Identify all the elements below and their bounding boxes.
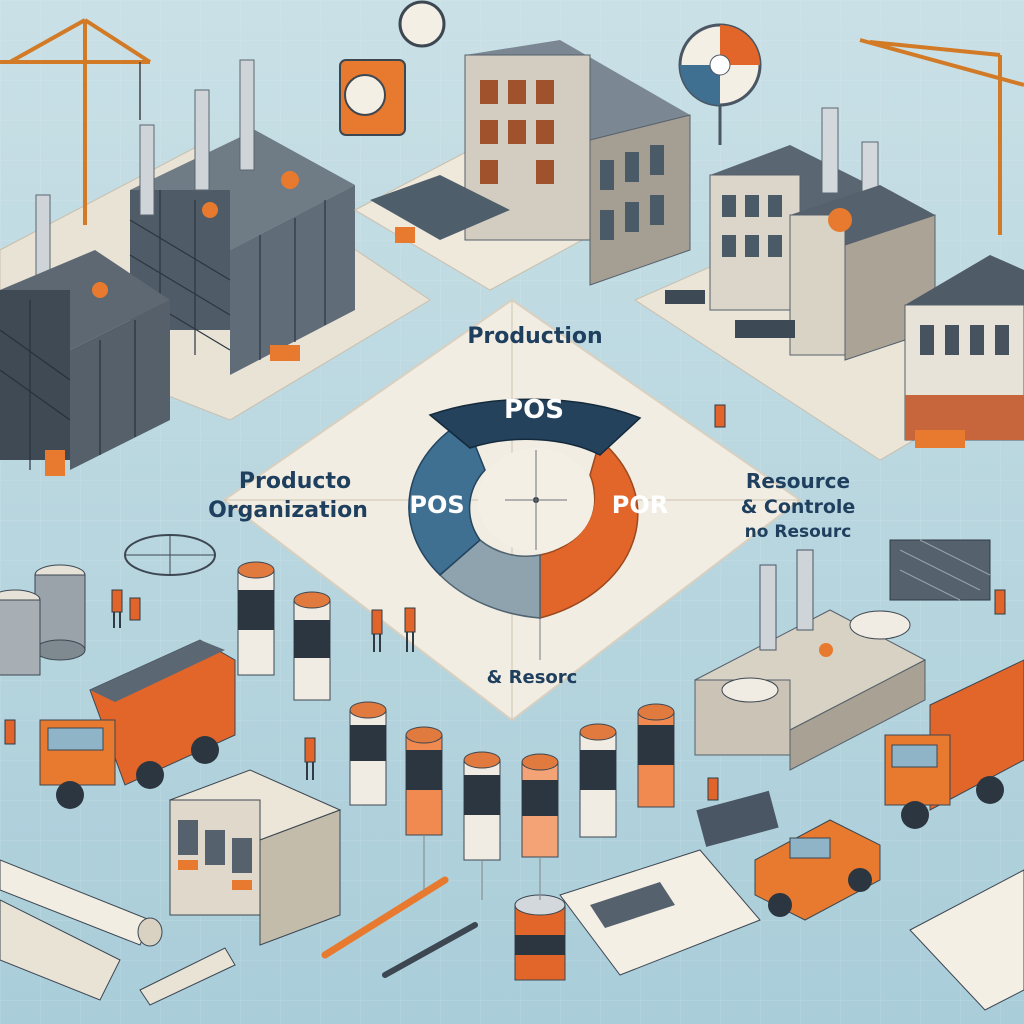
label-production: Production [467,324,602,349]
pickup-truck [754,819,881,921]
left-barrels [0,534,216,676]
ring-label-top: POS [504,395,564,425]
workers [4,404,1006,801]
ring-segment-left [408,418,486,577]
label-right-line1: Resource [746,469,850,493]
clock-sign [339,0,446,136]
blueprint-rolls [0,859,236,1006]
connector-lines [423,612,541,900]
label-bottom: & Resorc [487,667,578,688]
crane-left [0,18,152,225]
gauge-dial [678,23,762,145]
label-right-line2: & Controle [741,496,856,518]
factory-buildings-right [633,107,1024,461]
ring-segment-top [428,398,642,456]
paint-can [514,894,566,981]
office-building-center [353,40,691,291]
truck-left [39,639,236,809]
ring-label-right: POR [612,491,668,519]
construction-site-left [0,59,431,476]
storage-crates [168,769,342,946]
label-left-line1: Producto [239,469,351,494]
machine-plant-right [693,539,991,771]
pencils [321,876,478,978]
worker-legs [113,612,414,780]
pos-ring-diagram: POS POS POR [408,395,668,619]
truck-right [884,659,1024,829]
documents-bottom [559,790,1024,1011]
crane-right [859,38,1024,235]
ring-label-left: POS [409,491,464,519]
label-right-line3: no Resourc [745,522,852,542]
label-left-line2: Organization [208,498,368,523]
